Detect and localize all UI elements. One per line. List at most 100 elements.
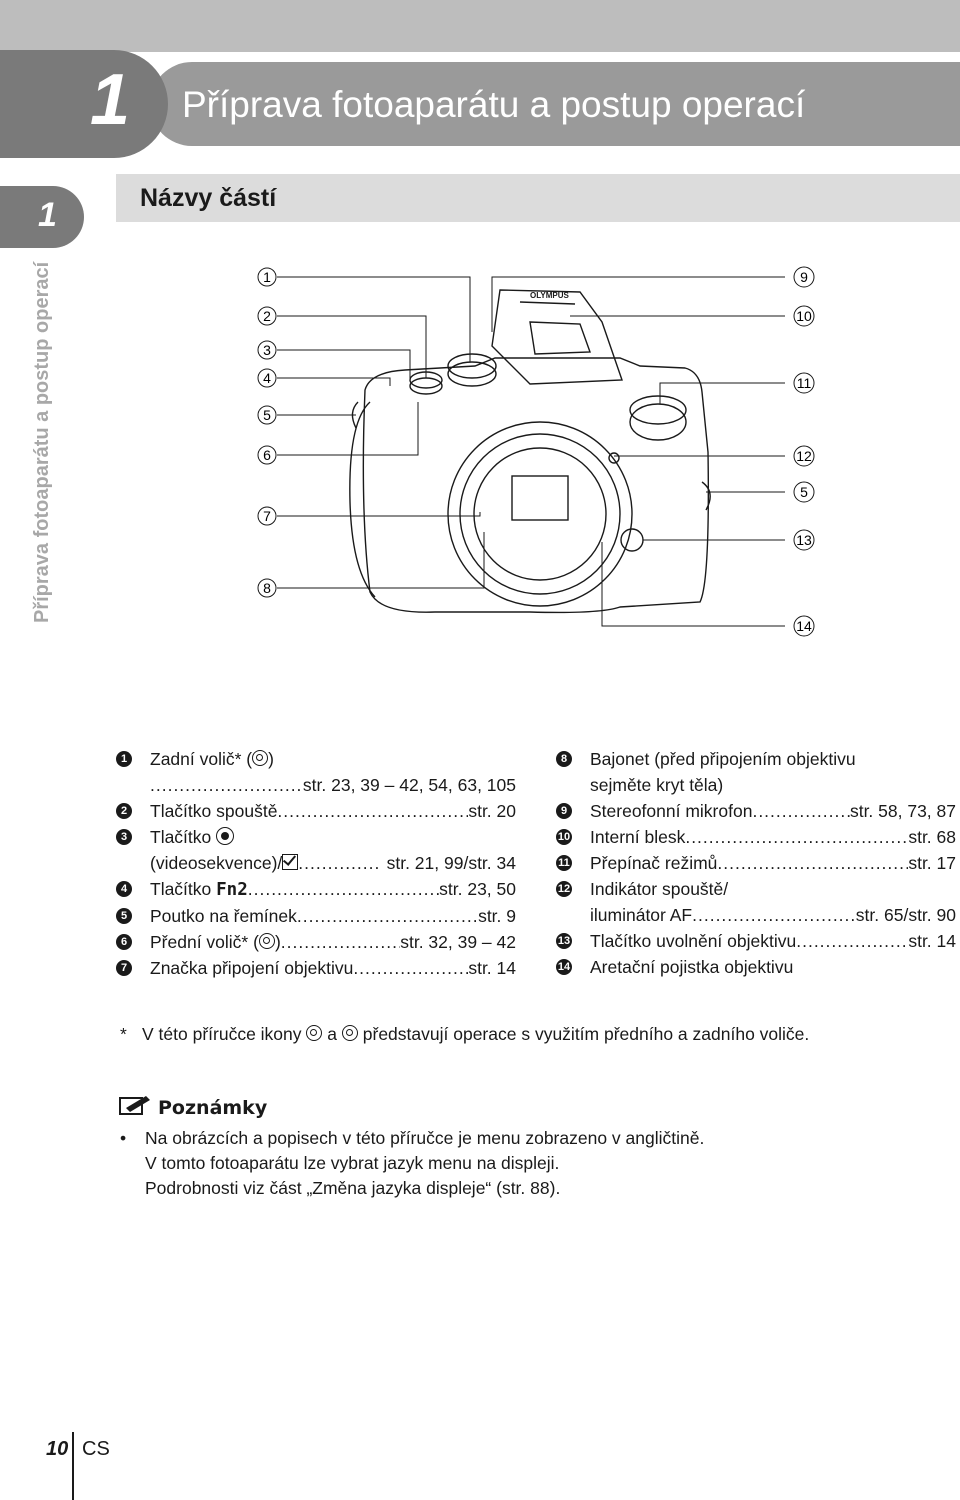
callout-13: 13 xyxy=(793,529,815,551)
item-number: 10 xyxy=(556,829,572,845)
callout-7: 7 xyxy=(257,506,277,526)
item-number: 4 xyxy=(116,881,132,897)
part-item: 6 Přední volič* ()......................… xyxy=(116,929,516,955)
note-line: V tomto fotoaparátu lze vybrat jazyk men… xyxy=(145,1153,560,1173)
chapter-tab xyxy=(0,50,168,158)
page-ref: str. 9 xyxy=(478,906,516,926)
item-number: 12 xyxy=(556,881,572,897)
page-ref: str. 14 xyxy=(468,958,516,978)
item-number: 13 xyxy=(556,933,572,949)
lens-release-button-shape xyxy=(620,528,644,552)
part-item: 8 Bajonet (před připojením objektivu sej… xyxy=(556,746,956,798)
callout-3: 3 xyxy=(257,340,277,360)
parts-list-left: 1 Zadní volič* () ......................… xyxy=(116,746,516,981)
front-dial-icon xyxy=(258,933,275,949)
svg-text:11: 11 xyxy=(797,375,812,391)
chapter-number: 1 xyxy=(90,60,131,140)
part-item: 2 Tlačítko spouště......................… xyxy=(116,798,516,824)
left-callouts: 1 2 3 4 5 6 7 8 xyxy=(257,267,277,598)
page-ref: str. 65/str. 90 xyxy=(855,905,956,925)
item-number: 7 xyxy=(116,960,132,976)
item-number: 9 xyxy=(556,803,572,819)
svg-text:1: 1 xyxy=(263,269,271,285)
svg-text:13: 13 xyxy=(796,532,812,548)
part-item: 14 Aretační pojistka objektivu xyxy=(556,957,794,977)
language-code: CS xyxy=(82,1438,110,1460)
pencil-note-icon xyxy=(119,1096,150,1115)
side-chapter-label: Příprava fotoaparátu a postup operací xyxy=(31,262,53,624)
rear-dial xyxy=(447,361,497,387)
bullet: • xyxy=(120,1128,127,1148)
page-ref: str. 14 xyxy=(908,931,956,951)
svg-text:7: 7 xyxy=(263,508,271,524)
callout-5: 5 xyxy=(257,405,277,425)
camera-body xyxy=(362,357,710,614)
front-dial-icon xyxy=(306,1025,323,1041)
fn2-label: Fn2 xyxy=(216,880,248,900)
svg-text:2: 2 xyxy=(263,308,271,324)
item-number: 2 xyxy=(116,803,132,819)
part-item: 7 Značka připojení objektivu............… xyxy=(116,955,516,981)
part-item: 3 Tlačítko (videosekvence)/.............… xyxy=(116,824,516,876)
top-band xyxy=(0,0,960,52)
svg-text:12: 12 xyxy=(796,448,812,464)
callout-8: 8 xyxy=(257,578,277,598)
rear-dial-icon xyxy=(341,1025,358,1041)
callout-11: 11 xyxy=(793,372,815,394)
flash-unit xyxy=(491,289,623,385)
parts-list-right: 8 Bajonet (před připojením objektivu sej… xyxy=(556,746,956,980)
callout-2: 2 xyxy=(257,306,277,326)
callout-12: 12 xyxy=(793,445,815,467)
svg-text:8: 8 xyxy=(263,580,271,596)
callout-4: 4 xyxy=(257,368,277,388)
rear-dial-icon xyxy=(252,750,269,766)
brand-logo-text: OLYMPUS xyxy=(530,291,569,300)
page-ref: str. 68 xyxy=(908,827,956,847)
page-ref: str. 58, 73, 87 xyxy=(849,801,956,821)
note-line: Podrobnosti viz část „Změna jazyka displ… xyxy=(145,1178,561,1198)
part-item: 13 Tlačítko uvolnění objektivu..........… xyxy=(556,928,956,954)
notes-heading: Poznámky xyxy=(118,1094,267,1122)
svg-text:9: 9 xyxy=(800,269,808,285)
part-item: 5 Poutko na řemínek.....................… xyxy=(116,903,516,929)
chapter-title-bar xyxy=(150,62,960,146)
part-item: 12 Indikátor spouště/ iluminátor AF.....… xyxy=(556,876,956,928)
svg-text:10: 10 xyxy=(796,308,812,324)
page-ref: str. 23, 39 – 42, 54, 63, 105 xyxy=(302,775,516,795)
item-number: 1 xyxy=(116,751,132,767)
page-number: 10 xyxy=(46,1438,69,1460)
page-ref: str. 23, 50 xyxy=(439,879,516,899)
callout-9: 9 xyxy=(793,266,815,288)
chapter-title: Příprava fotoaparátu a postup operací xyxy=(182,84,806,125)
page-ref: str. 17 xyxy=(908,853,956,873)
item-number: 3 xyxy=(116,829,132,845)
callout-1: 1 xyxy=(257,267,277,287)
part-item: 10 Interní blesk........................… xyxy=(556,824,956,850)
footer-divider xyxy=(72,1432,74,1500)
svg-text:14: 14 xyxy=(796,618,812,634)
page-ref: str. 32, 39 – 42 xyxy=(400,932,516,952)
callout-10: 10 xyxy=(793,305,815,327)
part-item: 4 Tlačítko Fn2..........................… xyxy=(116,876,516,903)
item-number: 8 xyxy=(556,751,572,767)
right-callouts: 9 10 11 12 5 13 14 xyxy=(793,266,815,637)
camera-front-diagram: OLYMPUS 1 2 3 4 5 6 7 8 9 10 11 12 5 13 xyxy=(257,266,815,637)
item-number: 5 xyxy=(116,908,132,924)
section-title: Názvy částí xyxy=(140,184,277,212)
item-number: 14 xyxy=(556,959,572,975)
notes-list: • Na obrázcích a popisech v této příručc… xyxy=(120,1126,940,1201)
lens-mount xyxy=(447,421,633,607)
svg-text:4: 4 xyxy=(263,370,271,386)
page-ref: str. 21, 99/str. 34 xyxy=(386,853,516,873)
svg-text:5: 5 xyxy=(800,484,808,500)
callout-5b: 5 xyxy=(793,481,815,503)
svg-text:5: 5 xyxy=(263,407,271,423)
item-number: 11 xyxy=(556,855,572,871)
callout-6: 6 xyxy=(257,445,277,465)
part-item: 1 Zadní volič* () ......................… xyxy=(116,746,516,798)
section-side-tab xyxy=(0,186,84,248)
camera-grip xyxy=(349,401,376,598)
movie-record-icon xyxy=(216,827,235,845)
part-item: 11 Přepínač režimů......................… xyxy=(556,850,956,876)
svg-text:6: 6 xyxy=(263,447,271,463)
